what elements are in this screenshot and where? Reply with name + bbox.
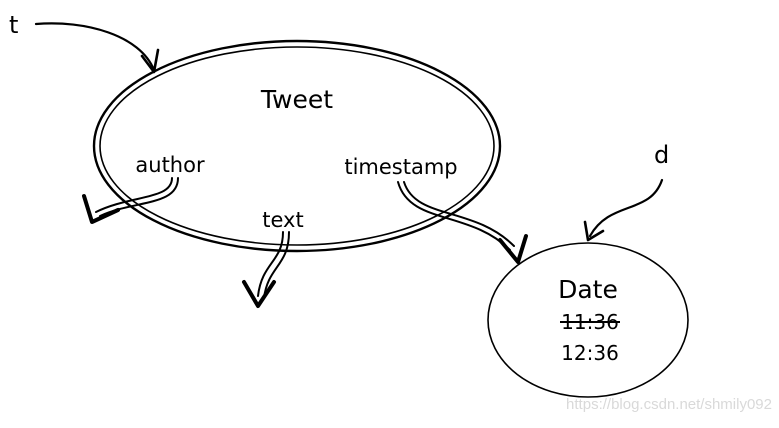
variable-t-label: t [9, 11, 18, 39]
date-object-node: Date 11:36 12:36 [487, 242, 689, 398]
arrow-d-to-date [583, 178, 664, 242]
tweet-object-node: Tweet author text timestamp [92, 39, 502, 253]
watermark-text: https://blog.csdn.net/shmily092 [566, 396, 772, 413]
tweet-ellipse-inner [99, 46, 495, 246]
date-title: Date [558, 275, 618, 304]
field-author: author [135, 153, 205, 177]
arrow-t-to-tweet [34, 22, 160, 74]
tweet-title: Tweet [260, 85, 333, 114]
arrow-text-reference [242, 231, 290, 308]
tweet-ellipse-outer [92, 39, 502, 253]
variable-d-label: d [654, 141, 669, 169]
field-timestamp: timestamp [344, 155, 457, 179]
arrow-timestamp-to-date [397, 181, 528, 264]
date-new-value: 12:36 [561, 341, 619, 365]
date-ellipse [487, 242, 689, 398]
arrow-author-reference [82, 177, 179, 224]
field-text: text [262, 208, 303, 232]
